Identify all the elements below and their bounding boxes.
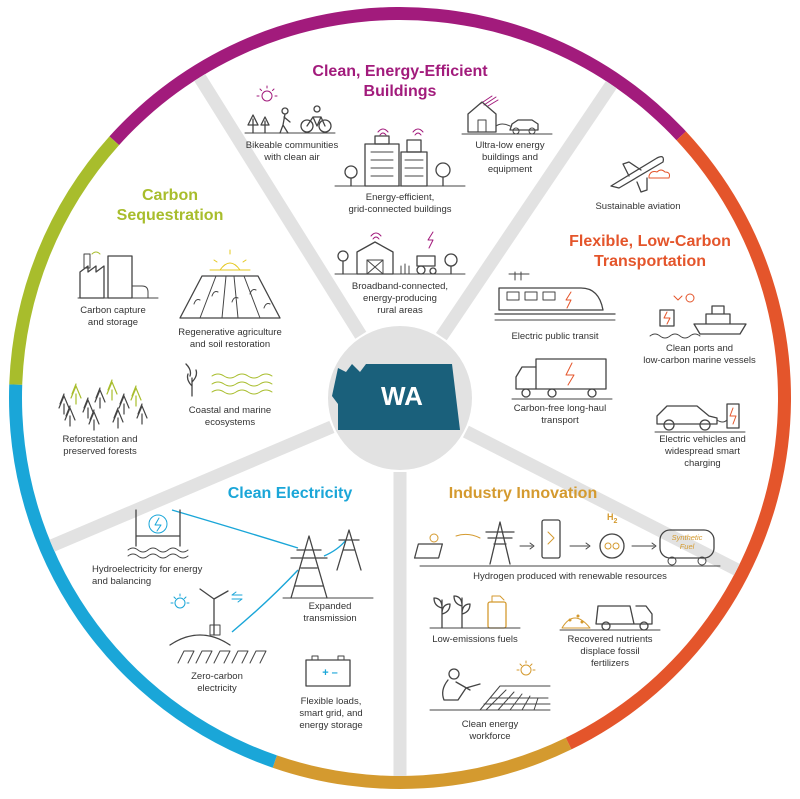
ring-segment-buildings <box>109 7 686 146</box>
tree-10 <box>136 403 148 425</box>
tree-2 <box>82 397 94 419</box>
washington-state-shape <box>332 364 460 430</box>
aviation-label: Sustainable aviation <box>595 201 681 212</box>
reforestation-label: Reforestation and preserved forests <box>62 434 138 457</box>
tree-4 <box>106 379 118 401</box>
synthetic-fuel-label: Synthetic Fuel <box>671 533 703 551</box>
nutrients-truck-icon <box>559 596 661 637</box>
ring-segment-industry <box>272 737 572 789</box>
zero-carbon-label: Zero-carbon electricity <box>191 671 243 694</box>
tree-5 <box>118 393 130 415</box>
workforce-label: Clean energy workforce <box>461 719 519 742</box>
h2-letter: H <box>607 512 614 522</box>
outer-ring <box>9 7 791 789</box>
wind-solar-icon <box>169 585 280 670</box>
nutrients-label: Recovered nutrients displace fossil fert… <box>567 634 653 669</box>
tree-6 <box>130 385 142 407</box>
electric-train-icon <box>494 270 616 327</box>
coastal-label: Coastal and marine ecosystems <box>188 405 272 428</box>
bike-community-label: Bikeable communities with clean air <box>245 140 339 163</box>
hydro-label: Hydroelectricity for energy and balancin… <box>92 564 203 587</box>
carbon-capture-label: Carbon capture and storage <box>80 305 146 328</box>
hydrogen-label: Hydrogen produced with renewable resourc… <box>473 571 667 582</box>
public-transit-label: Electric public transit <box>511 331 599 342</box>
ev-label: Electric vehicles and widespread smart c… <box>659 434 746 469</box>
truck-icon <box>511 355 613 406</box>
airplane-icon <box>605 148 675 201</box>
flexible-loads-label: Flexible loads, smart grid, and energy s… <box>299 696 363 731</box>
tree-0 <box>58 393 70 415</box>
h2-subscript: 2 <box>613 517 618 525</box>
transmission-label: Expanded transmission <box>303 601 357 624</box>
forest-icon <box>58 366 148 431</box>
efficient-buildings-label: Energy-efficient, grid-connected buildin… <box>348 192 452 215</box>
ports-label: Clean ports and low-carbon marine vessel… <box>643 343 756 366</box>
tree-9 <box>112 407 124 429</box>
divider-1 <box>435 80 617 341</box>
ultra-low-energy-icon <box>461 94 553 141</box>
divider-0 <box>194 73 367 339</box>
regenerative-label: Regenerative agriculture and soil restor… <box>178 327 282 350</box>
divider-4 <box>49 420 335 552</box>
regenerative-agriculture-icon <box>179 248 281 325</box>
battery-icon <box>302 654 354 693</box>
carbon-capture-icon <box>77 251 159 305</box>
transportation-title: Flexible, Low-Carbon Transportation <box>569 233 731 270</box>
tree-8 <box>88 409 100 431</box>
ring-segment-electricity <box>9 384 277 768</box>
workforce-icon <box>429 660 551 717</box>
tree-1 <box>70 383 82 405</box>
electricity-title: Clean Electricity <box>227 485 353 502</box>
ultra-low-energy-label: Ultra-low energy buildings and equipment <box>475 140 545 175</box>
long-haul-label: Carbon-free long-haul transport <box>513 403 607 426</box>
h2-label: H2 <box>607 512 617 525</box>
battery-polarity: + – <box>322 667 338 679</box>
efficient-buildings-icon <box>334 122 466 192</box>
fuels-label: Low-emissions fuels <box>432 634 518 645</box>
low-emission-fuels-icon <box>429 590 521 635</box>
industry-title: Industry Innovation <box>448 485 598 502</box>
divider-2 <box>462 425 740 576</box>
bike-community-icon <box>244 85 336 140</box>
coastal-ecosystem-icon <box>182 362 282 403</box>
ring-segment-sequestration <box>9 136 120 385</box>
transmission-tower-icon <box>282 529 374 605</box>
port-ship-icon <box>649 290 750 345</box>
hydrogen-chain-icon <box>413 508 721 573</box>
tree-7 <box>64 405 76 427</box>
center-label: WA <box>381 381 423 411</box>
rural-broadband-label: Broadband-connected, energy-producing ru… <box>351 281 449 316</box>
hydro-dam-icon <box>127 506 189 563</box>
ring-segment-transportation <box>565 131 791 750</box>
sequestration-title: Carbon Sequestration <box>116 187 224 224</box>
buildings-title: Clean, Energy-Efficient Buildings <box>312 63 488 100</box>
sector-dividers <box>49 73 740 776</box>
tree-3 <box>94 387 106 409</box>
electric-vehicle-icon <box>654 398 746 439</box>
rural-broadband-icon <box>334 228 466 281</box>
